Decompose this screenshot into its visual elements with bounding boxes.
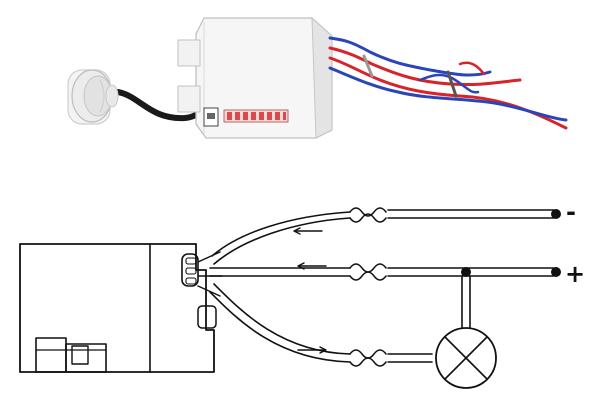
sensor-housing xyxy=(177,16,333,139)
junction-dot-branch xyxy=(461,267,471,277)
lamp-line xyxy=(387,353,433,363)
lamp-icon xyxy=(435,327,497,389)
red-blue-wires xyxy=(328,36,568,130)
dip-switch xyxy=(203,107,289,127)
wire-negative xyxy=(211,211,351,265)
supply-line-negative xyxy=(387,209,555,219)
diagram-sensor-unit xyxy=(19,243,223,373)
terminal-negative-label: - xyxy=(566,198,576,226)
wire-positive xyxy=(209,262,351,277)
junction-dot-positive xyxy=(551,267,561,277)
pir-sensor-dome xyxy=(67,69,119,125)
junction-dot-negative xyxy=(551,209,561,219)
wire-splice xyxy=(349,207,387,367)
product-photo xyxy=(67,16,568,139)
lamp-feed xyxy=(461,275,471,333)
supply-line-positive xyxy=(387,267,555,277)
terminal-positive-label: + xyxy=(565,260,586,288)
wire-lamp xyxy=(209,283,351,363)
wiring-diagram xyxy=(19,207,561,389)
